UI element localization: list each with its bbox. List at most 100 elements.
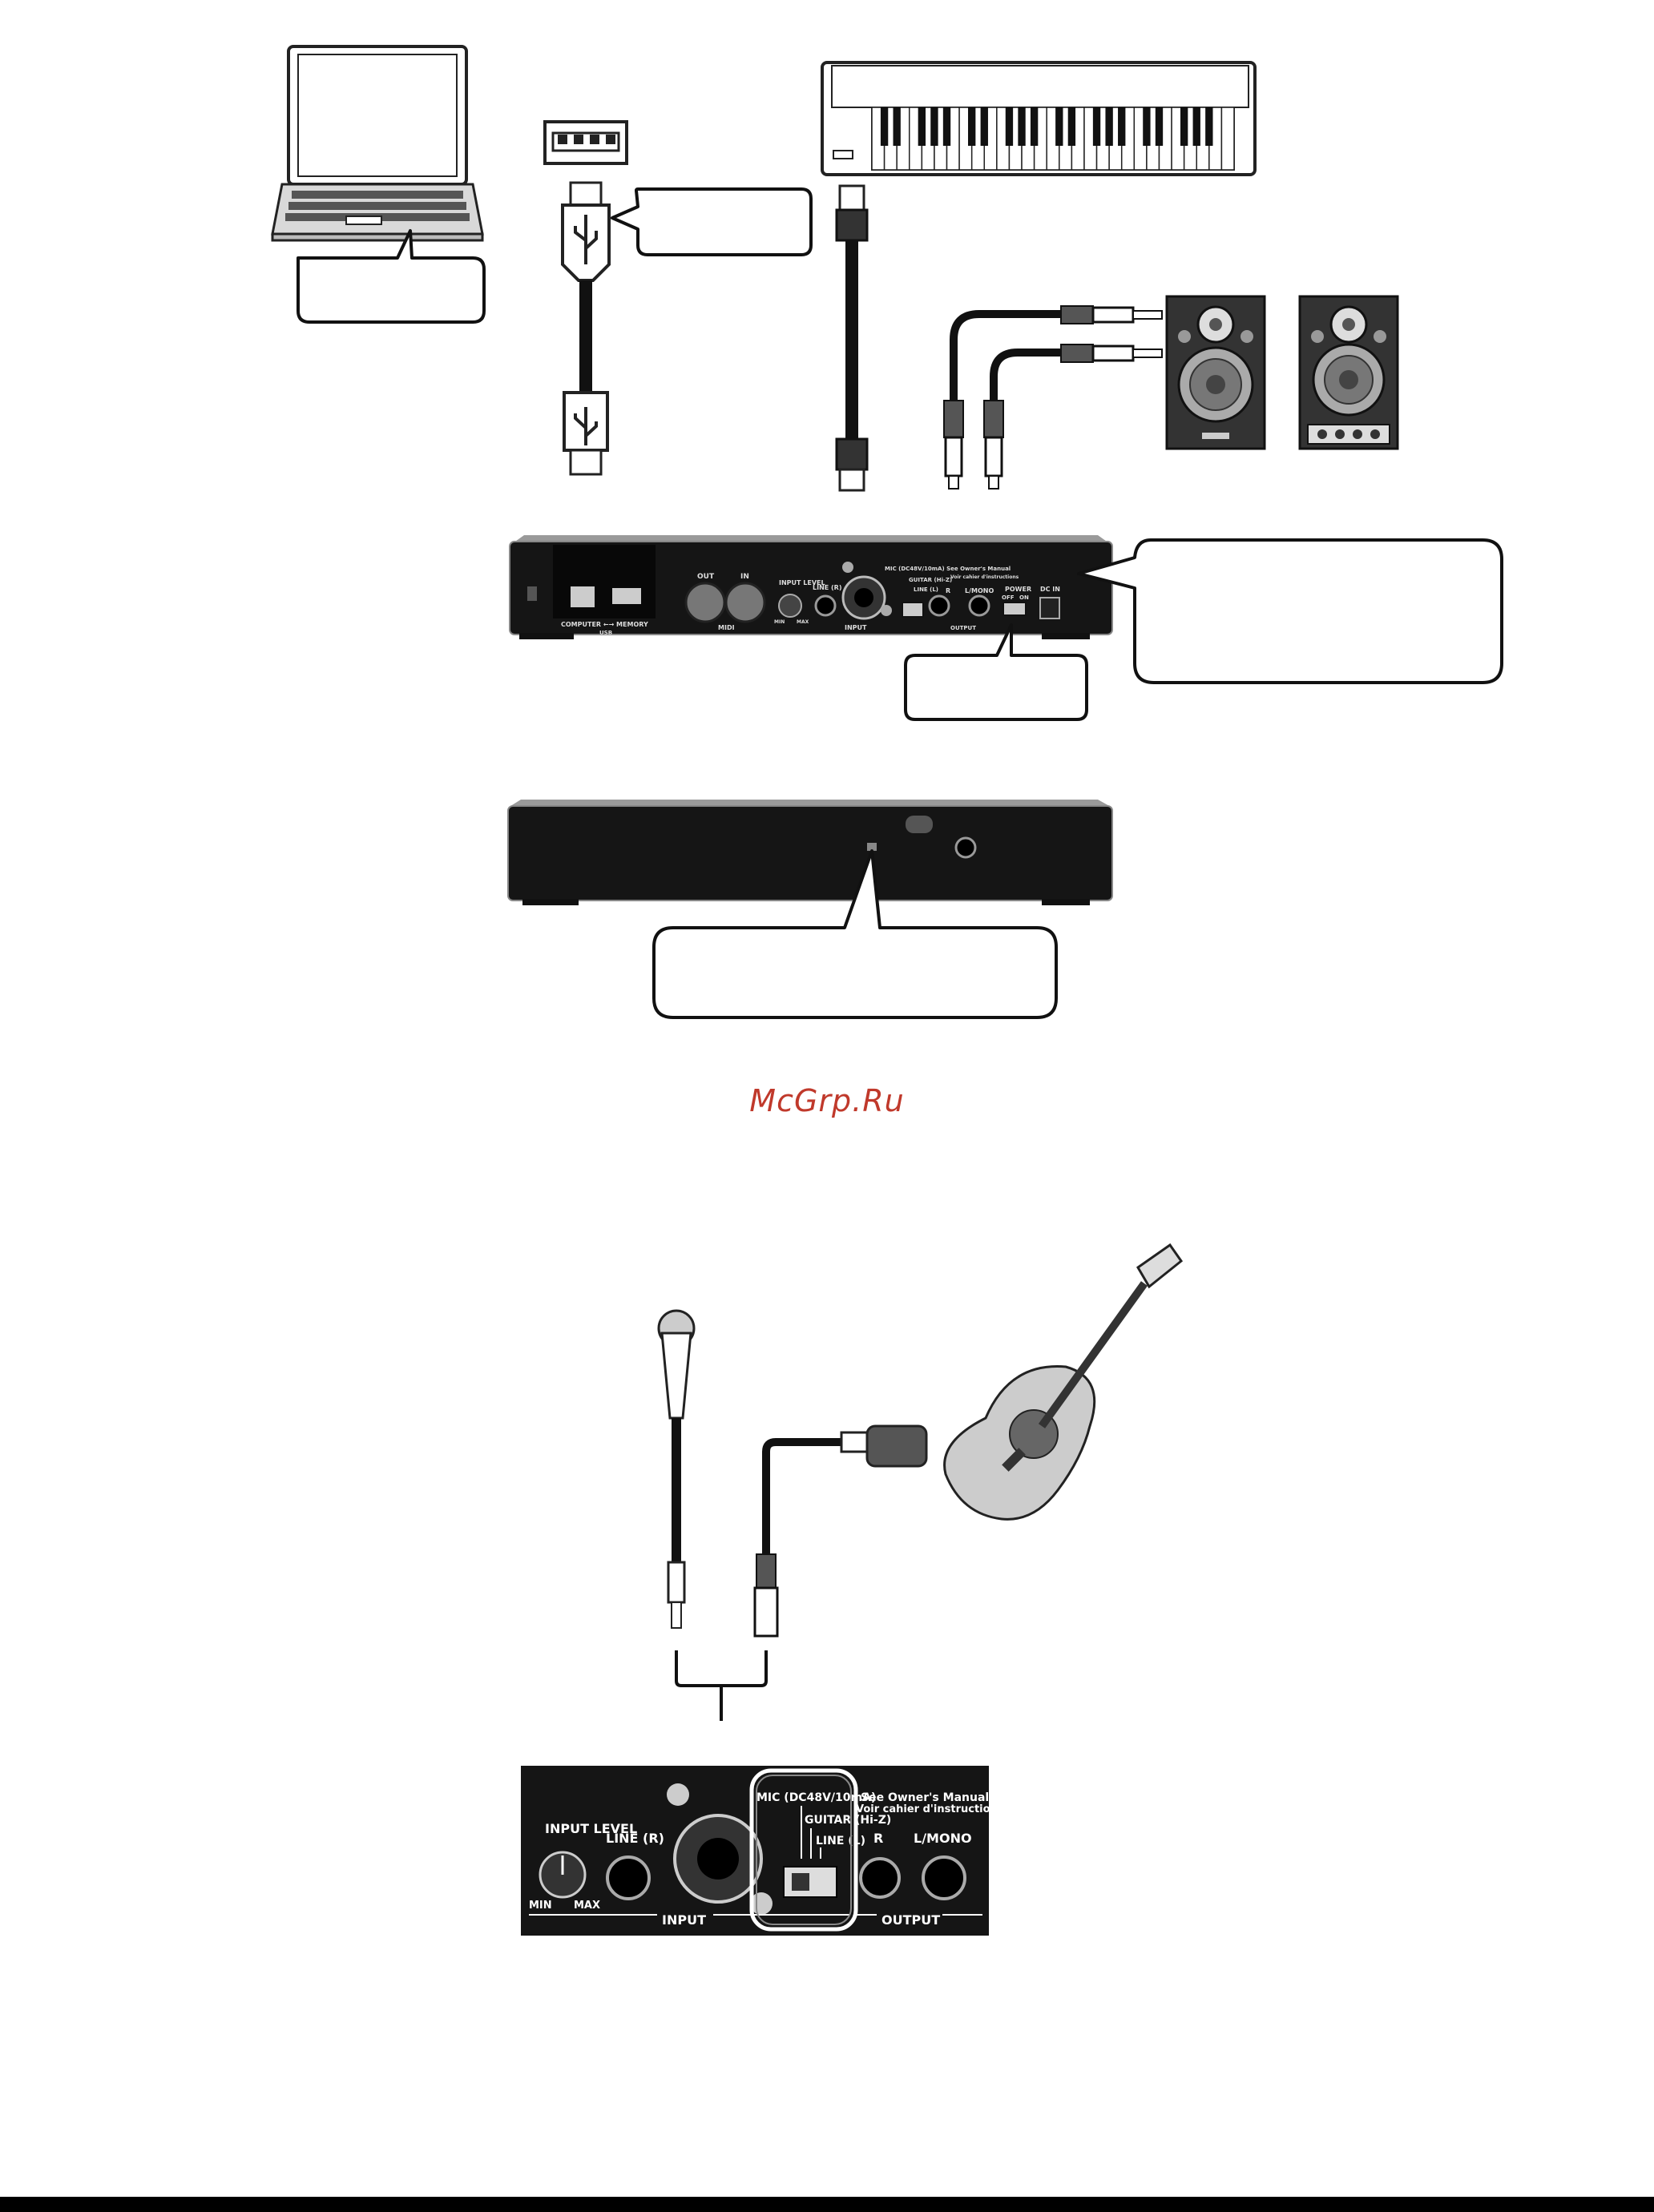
black-key [918,107,926,146]
output-lmono-label: L/MONO [965,587,994,594]
usb-section-label: COMPUTER ←→ MEMORY [561,621,648,628]
input-level-knob [778,594,802,618]
usb-port-icon [543,120,628,165]
input-select-switch [902,602,924,618]
zoom-max-label: MAX [574,1900,600,1912]
power-off-label: OFF [1002,594,1015,601]
front-panel [507,800,1113,905]
usb-callout [611,187,813,256]
output-label: OUTPUT [950,625,976,631]
zoom-see-manual-label: See Owner's Manual [861,1791,989,1804]
black-key [1118,107,1126,146]
zoom-output-r-jack [859,1857,901,1899]
line-r-jack [814,594,837,617]
usb-cable [561,181,611,476]
black-key [1105,107,1113,146]
power-on-label: ON [1019,594,1029,601]
zoom-line-l-label: LINE (L) [816,1835,865,1847]
input-panel-zoom: INPUT LEVEL MIN MAX LINE (R) INPUT MIC (… [521,1766,1004,1936]
midi-label: MIDI [718,624,735,631]
line-r-label: LINE (R) [813,584,842,591]
midi-in-port [724,582,766,623]
power-callout [904,623,1088,721]
acoustic-guitar [943,1243,1184,1521]
mic-switch-label: MIC (DC48V/10mA) See Owner's Manual [885,566,1011,572]
audio-cables [943,305,1163,490]
security-slot-icon [527,586,537,601]
watermark: McGrp.Ru [749,1083,905,1118]
black-key [1018,107,1026,146]
guitar-label: GUITAR (Hi-Z) [909,577,952,583]
zoom-min-label: MIN [529,1900,552,1912]
zoom-output-lmono-label: L/MONO [914,1831,972,1846]
mic-switch-fr-label: Voir cahier d'instructions [950,574,1019,580]
headphone-jack [954,836,977,859]
zoom-mic-switch-label: MIC (DC48V/10mA) [756,1791,876,1804]
dynamic-microphone [657,1309,696,1629]
zoom-input-level-label: INPUT LEVEL [545,1821,637,1836]
black-key [930,107,938,146]
black-key [1092,107,1101,146]
front-switch [867,843,877,851]
output-r-label: R [946,587,950,594]
black-key [980,107,988,146]
line-l-label: LINE (L) [914,586,938,593]
midi-cable [835,184,869,492]
rear-panel: COMPUTER ←→ MEMORY USB OUT IN MIDI INPUT… [509,535,1113,639]
speaker-right [1165,295,1266,450]
black-key [1155,107,1164,146]
midi-out-label: OUT [697,573,715,581]
midi-out-port [684,582,726,623]
usb-memory-port [612,588,641,604]
speaker-left [1298,295,1399,450]
black-key [942,107,951,146]
zoom-output-label: OUTPUT [881,1912,940,1928]
laptop-computer [271,45,484,242]
black-key [1055,107,1063,146]
usb-computer-port [571,586,595,607]
input-bracket [675,1650,768,1721]
output-lmono-jack [968,594,990,617]
max-label: MAX [797,619,809,625]
black-key [1005,107,1014,146]
black-key [1205,107,1213,146]
black-key [1067,107,1076,146]
black-key [1192,107,1200,146]
black-key [1143,107,1151,146]
dial-icon [906,816,933,833]
usb-sub-label: USB [599,630,612,636]
usb-symbol-icon [574,215,598,264]
midi-in-label: IN [740,573,749,581]
zoom-output-r-label: R [873,1831,883,1846]
input-label: INPUT [845,624,867,631]
zoom-line-r-jack [606,1855,651,1900]
midi-keyboard [821,61,1257,176]
zoom-voir-label: Voir cahier d'instructions [856,1803,1004,1815]
dc-in-jack [1039,597,1060,619]
input-level-label: INPUT LEVEL [779,579,825,586]
zoom-lock-icon [667,1783,689,1806]
white-key [1220,107,1235,171]
black-key [1180,107,1188,146]
black-key [968,107,976,146]
zoom-line-r-label: LINE (R) [606,1831,664,1846]
min-label: MIN [774,619,785,625]
black-key [893,107,901,146]
dc-in-label: DC IN [1040,586,1060,593]
dc-in-callout [1077,538,1503,684]
front-callout [652,849,1058,1019]
zoom-input-select-switch [783,1866,837,1898]
laptop-callout [297,229,486,324]
power-switch [1002,602,1027,616]
power-label: POWER [1005,586,1031,593]
zoom-guitar-label: GUITAR (Hi-Z) [805,1814,891,1827]
condenser-microphone [753,1424,928,1638]
output-r-jack [928,594,950,617]
black-key [1030,107,1039,146]
zoom-input-label: INPUT [662,1912,706,1928]
black-key [880,107,889,146]
zoom-output-lmono-jack [922,1855,966,1900]
switch-highlight [749,1768,858,1932]
bottom-bar [0,2197,1654,2212]
